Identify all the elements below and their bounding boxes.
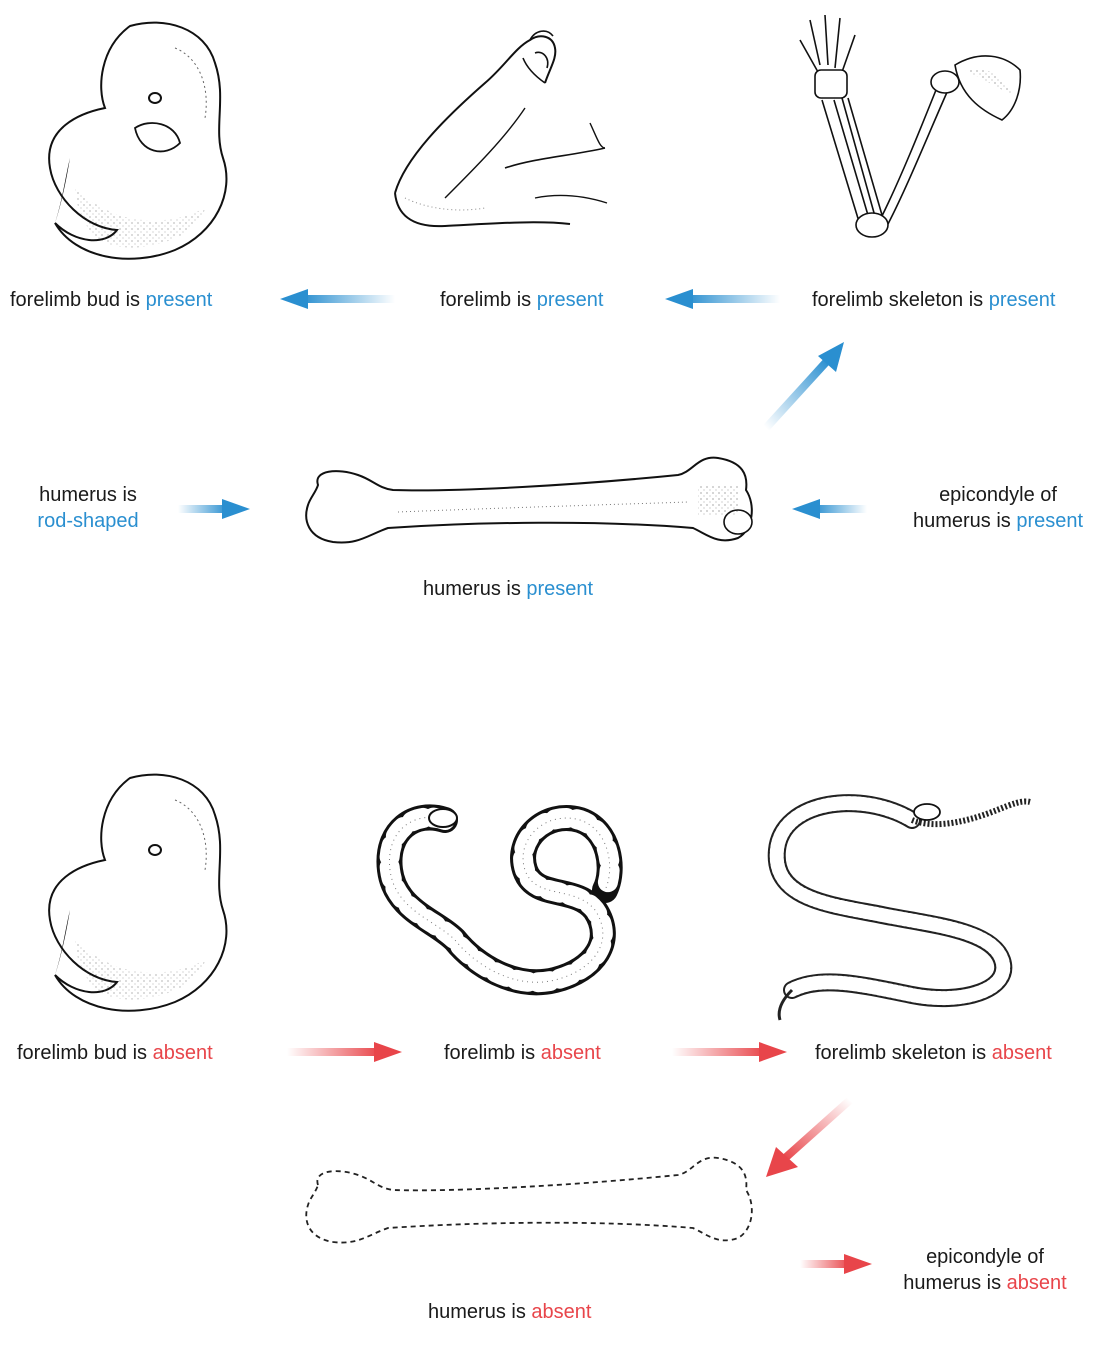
state-absent: absent: [1007, 1272, 1067, 1294]
label-text: forelimb is: [444, 1042, 535, 1064]
label-forelimb-skeleton-present: forelimb skeleton is present: [812, 287, 1055, 313]
label-text-line2: humerus is: [913, 510, 1011, 532]
state-absent: absent: [153, 1042, 213, 1064]
state-present: present: [146, 289, 213, 311]
state-absent: absent: [992, 1042, 1052, 1064]
arrow-up-right-blue: [762, 342, 847, 432]
label-forelimb-absent: forelimb is absent: [444, 1040, 601, 1066]
label-text-line2: humerus is: [903, 1272, 1001, 1294]
label-text: humerus is: [423, 578, 521, 600]
label-text: forelimb is: [440, 289, 531, 311]
state-absent: absent: [531, 1301, 591, 1323]
label-text-line1: epicondyle of: [893, 482, 1103, 508]
arrow-right-red: [672, 1040, 787, 1064]
label-humerus-absent: humerus is absent: [428, 1299, 591, 1325]
snake-skeleton-illustration: [762, 790, 1052, 1025]
embryo-illustration: [35, 770, 250, 1015]
label-humerus-rod-shaped: humerus is rod-shaped: [18, 482, 158, 534]
state-rod-shaped: rod-shaped: [18, 508, 158, 534]
label-forelimb-bud-present: forelimb bud is present: [10, 287, 212, 313]
arm-skeleton-illustration: [790, 10, 1035, 245]
label-text: forelimb skeleton is: [812, 289, 983, 311]
state-present: present: [537, 289, 604, 311]
label-text: forelimb bud is: [17, 1042, 147, 1064]
arrow-left-blue: [665, 287, 780, 311]
label-forelimb-skeleton-absent: forelimb skeleton is absent: [815, 1040, 1052, 1066]
arrow-right-red: [287, 1040, 402, 1064]
state-present: present: [526, 578, 593, 600]
state-present: present: [989, 289, 1056, 311]
absent-humerus-outline: [298, 1150, 758, 1255]
label-forelimb-present: forelimb is present: [440, 287, 603, 313]
state-present: present: [1016, 510, 1083, 532]
label-text: humerus is: [428, 1301, 526, 1323]
arrow-left-blue: [280, 287, 395, 311]
label-text: forelimb bud is: [10, 289, 140, 311]
label-epicondyle-present: epicondyle of humerus is present: [893, 482, 1103, 534]
arrow-down-left-red: [764, 1097, 854, 1179]
state-absent: absent: [541, 1042, 601, 1064]
arrow-right-red: [800, 1252, 872, 1276]
label-text-line1: epicondyle of: [880, 1244, 1090, 1270]
human-arm-illustration: [385, 28, 615, 238]
embryo-illustration: [35, 18, 250, 263]
arrow-right-blue: [178, 497, 250, 521]
label-forelimb-bud-absent: forelimb bud is absent: [17, 1040, 213, 1066]
arrow-left-blue: [792, 497, 867, 521]
label-text: forelimb skeleton is: [815, 1042, 986, 1064]
label-text: humerus is: [18, 482, 158, 508]
snake-illustration: [375, 800, 630, 1000]
label-epicondyle-absent: epicondyle of humerus is absent: [880, 1244, 1090, 1296]
label-humerus-present: humerus is present: [423, 576, 593, 602]
humerus-bone-illustration: [298, 450, 758, 550]
